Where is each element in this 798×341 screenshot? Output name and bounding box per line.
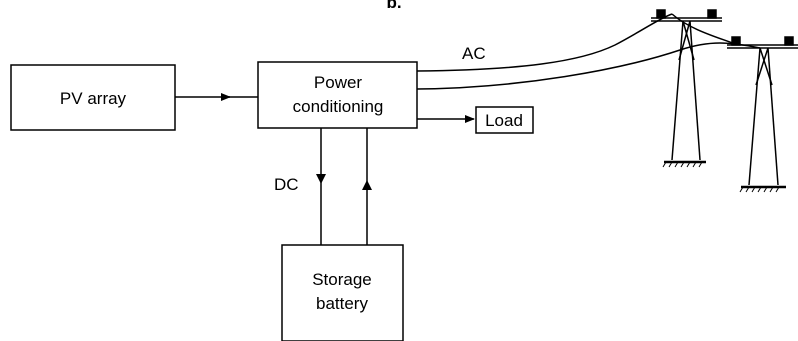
storage-battery-block: Storage battery (281, 244, 404, 341)
pv-array-block: PV array (10, 64, 176, 131)
ac-label: AC (462, 44, 486, 63)
power-conditioning-label-line1: Power (314, 73, 363, 92)
dc-down-arrowhead (316, 174, 326, 184)
dc-label: DC (274, 175, 299, 194)
storage-battery-label-line2: battery (316, 294, 368, 313)
power-conditioning-block: Power conditioning (257, 61, 418, 129)
charge-up-arrowhead (362, 180, 372, 190)
storage-battery-label-line1: Storage (312, 270, 372, 289)
utility-pole-icon (651, 9, 722, 168)
utility-pole-icon (727, 36, 798, 193)
load-block: Load (475, 106, 534, 134)
pv-array-label: PV array (60, 89, 127, 108)
power-conditioning-label-line2: conditioning (293, 97, 384, 116)
panel-label: b. (386, 0, 401, 12)
load-label: Load (485, 111, 523, 130)
